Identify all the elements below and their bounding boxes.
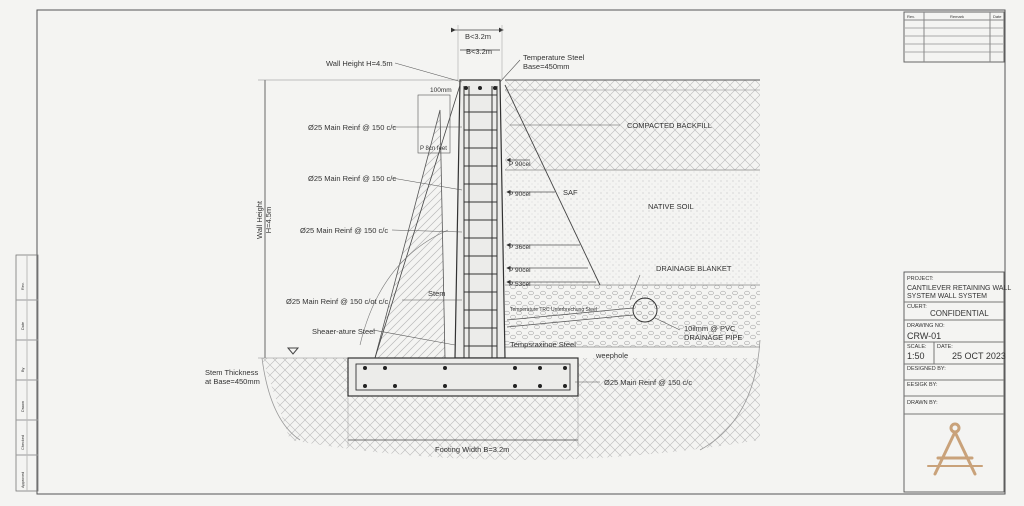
svg-text:Checked: Checked (21, 435, 25, 450)
stem-reinforcement (463, 86, 498, 385)
scale-value: 1:50 (907, 351, 925, 361)
top-width-outer-label: B<3.2m (465, 32, 491, 41)
drawn-by-label: DRAWN BY: (907, 400, 938, 406)
scale-label: SCALE: (907, 344, 927, 350)
svg-text:Approved: Approved (21, 472, 25, 488)
revision-table: Rev. Remark Date (903, 11, 1005, 63)
left-sidebar-rows (16, 255, 38, 491)
project-label: PROJECT: (907, 276, 934, 282)
footing-reinforcement (355, 363, 571, 391)
client-label: CUERT: (907, 304, 927, 310)
date-label: DATE: (937, 344, 953, 350)
native-soil-zone (505, 170, 760, 285)
drainage-pipe-icon (632, 297, 658, 323)
svg-text:Rev.: Rev. (21, 282, 25, 290)
cover-detail-box (417, 94, 451, 154)
native-soil-label: NATIVE SOIL (648, 202, 694, 211)
weephole-label: weephole (595, 351, 628, 360)
compacted-backfill-label: COMPACTED BACKFILL (627, 121, 712, 130)
title-block: PROJECT: CUERT: DRAWING NO: SCALE: DATE:… (903, 271, 1011, 493)
pressure-label-1: P 90cel (509, 161, 531, 168)
client-name: CONFIDENTIAL (930, 309, 989, 318)
drawing-no-label: DRAWING NO: (907, 323, 945, 329)
sheet-border (36, 9, 1006, 495)
stem-bar-dots (464, 86, 497, 90)
main-reinf-label-3: Ø25 Main Reinf @ 150 c/c (300, 226, 388, 235)
footing-width-label: Footing Width B=3.2m (435, 445, 509, 454)
svg-text:By: By (21, 367, 25, 372)
shear-steel-label: Sheaer-ature Steel (312, 327, 375, 336)
top-width-inner-label: B<3.2m (466, 47, 492, 56)
svg-text:Drawn: Drawn (21, 401, 25, 412)
weephole-line (506, 307, 634, 321)
main-reinf-label-2: Ø25 Main Reinf @ 150 c/c (308, 174, 396, 183)
main-reinf-label-4: Ø25 Main Reinf @ 150 c/ot c/c (286, 297, 388, 306)
rev-header: Rev. (907, 14, 915, 19)
pressure-diagram-line (504, 84, 601, 286)
pressure-label-3: P 36cel (509, 244, 531, 251)
date-value: 25 OCT 2023 (952, 351, 1006, 361)
ground-level-icon (286, 347, 300, 355)
pressure-label-5: P 53cel (509, 281, 531, 288)
drainage-blanket-label: DRAINAGE BLANKET (656, 264, 732, 273)
footing-bar-dots (363, 366, 567, 388)
pressure-label-2: P 90cel (509, 191, 531, 198)
pressure-label-4: P 90cel (509, 267, 531, 274)
p80-feet-label: P 8cn feet (420, 146, 447, 152)
date-header: Date (993, 14, 1002, 19)
drawing-no: CRW-01 (907, 331, 941, 341)
wall-height-vertical-label: Wall HeightH=4.5m (255, 200, 273, 239)
leader-lines (372, 59, 681, 383)
wall-height-callout: Wall Height H=4.5m (326, 59, 393, 68)
drafting-compass-logo-icon (927, 422, 983, 476)
temp-steel-heel-label: Tempsraxinoe Steel (510, 340, 576, 349)
stem-label: Stem (428, 289, 446, 298)
top-cover-label: 100mm (430, 87, 452, 94)
checked-by-label: EESIGK BY: (907, 382, 938, 388)
svg-text:Date: Date (21, 322, 25, 330)
pressure-arrows (506, 157, 596, 285)
remark-header: Remark (950, 14, 964, 19)
saf-label: SAF (563, 188, 578, 197)
main-reinf-label-1: Ø25 Main Reinf @ 150 c/c (308, 123, 396, 132)
temp-steel-small-label: Temperature TRC Unterbrechung Steel (510, 307, 597, 313)
designed-by-label: DESIGNED BY: (907, 366, 946, 372)
main-reinf-footing-label: Ø25 Main Reinf @ 150 c/c (604, 378, 692, 387)
left-sidebar-labels: Rev. Date By Drawn Checked Approved (21, 282, 25, 488)
